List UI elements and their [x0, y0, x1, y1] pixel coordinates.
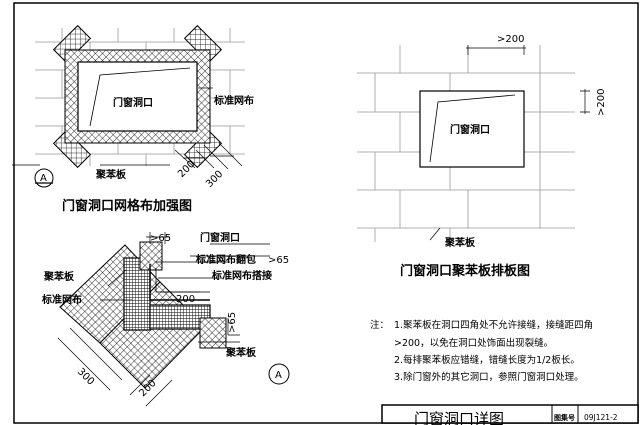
fig1-mesh-bands	[52, 24, 223, 169]
fig2-title: 门窗洞口聚苯板排板图	[400, 263, 530, 279]
note-line-1: 1.聚苯板在洞口四角处不允许接缝，接缝距四角	[394, 319, 593, 331]
svg-text:A: A	[275, 370, 282, 381]
fig2-board-label: 聚苯板	[444, 236, 476, 249]
fig2-opening-label: 门窗洞口	[450, 123, 490, 136]
svg-text:A: A	[40, 173, 47, 184]
title-block: 门窗洞口详图 图集号 09J121-2	[381, 404, 639, 425]
detail-a-board-label-left: 聚苯板	[43, 270, 75, 283]
detail-a-mesh-label: 标准网布	[41, 293, 82, 306]
fig1-dim-300: 300	[204, 169, 225, 190]
detail-a-dim-65-right: >65	[268, 255, 289, 266]
fig2-opening	[419, 90, 525, 168]
detail-a-leaders	[57, 232, 270, 407]
fig2-dim-top: >200	[497, 34, 524, 45]
detail-a-lap-label: 标准网布搭接	[211, 269, 272, 282]
detail-a-dim-200-mid: 200	[176, 294, 195, 305]
detail-a-board-label-right: 聚苯板	[225, 346, 257, 359]
title-block-title: 门窗洞口详图	[414, 410, 504, 425]
fig2-dim-right: >200	[596, 89, 607, 116]
fig1-mesh-label: 标准网布	[213, 94, 254, 107]
note-line-4: 3.除门窗外的其它洞口，参照门窗洞口处理。	[394, 371, 584, 383]
fig1-board-label: 聚苯板	[95, 168, 127, 181]
detail-a-dim-300: 300	[75, 366, 96, 387]
title-block-atlas-no: 09J121-2	[584, 413, 618, 422]
fig1-dimensions	[12, 87, 243, 170]
note-line-3: 2.每排聚苯板应错缝，错缝长度为1/2板长。	[394, 354, 580, 366]
detail-a-opening-label: 门窗洞口	[200, 231, 240, 244]
note-line-2: >200，以免在洞口处饰面出现裂缝。	[394, 337, 553, 349]
fig1-section-marker: A	[34, 168, 54, 188]
fig1-opening-label: 门窗洞口	[113, 96, 153, 109]
detail-a-dim-65-top: >65	[150, 233, 171, 244]
notes: 注： 1.聚苯板在洞口四角处不允许接缝，接缝距四角 >200，以免在洞口处饰面出…	[370, 319, 593, 383]
detail-a-dim-65-side: >65	[227, 312, 238, 333]
fig1-title: 门窗洞口网格布加强图	[62, 198, 192, 214]
title-block-atlas-label: 图集号	[554, 413, 575, 422]
fig2-dimensions	[429, 45, 590, 241]
detail-a-marker: A	[268, 363, 290, 385]
detail-a-drawing	[59, 241, 227, 389]
sheet-border	[13, 2, 639, 424]
detail-a-wrap-label: 标准网布翻包	[195, 253, 256, 266]
notes-prefix: 注：	[370, 319, 389, 331]
